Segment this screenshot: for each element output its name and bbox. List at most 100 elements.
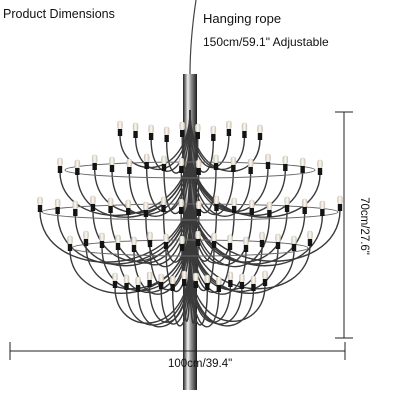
bulb-icon [262,270,268,286]
bulb-icon [107,197,114,213]
bulb-icon [99,232,105,248]
bulb-icon [161,155,167,171]
bulb-icon [115,234,121,250]
bulb-icon [163,233,169,249]
bulb-icon [148,124,154,140]
bulb-icon [147,231,153,247]
chandelier-arm [117,219,191,294]
bulb-icon [112,272,118,288]
bulb-icon [299,157,306,173]
bulb-icon [91,154,98,170]
chandelier-arm [56,184,191,265]
chandelier-arm [114,259,191,324]
height-dimension-label: 70cm/27.6" [358,197,370,255]
bulb-icon [291,235,297,251]
chandelier-arm [189,259,255,327]
bulb-icon [266,201,273,217]
chandelier-arm [189,219,311,290]
bulb-icon [109,156,115,172]
bulb-icon [317,159,323,175]
bulb-icon [181,270,187,286]
chandelier-arm [163,142,191,215]
chandelier-arm [39,184,191,263]
chandelier-arm [109,184,191,264]
bulb-icon [196,200,202,216]
bulb-icon [319,200,326,216]
bulb-icon [257,124,263,140]
bulb-icon [178,157,185,173]
chandelier-arm [119,109,191,169]
bulb-icon [247,158,254,174]
bulb-icon [226,120,232,136]
bulb-icon [158,273,164,289]
bulb-icon [241,122,248,138]
width-dimension-label: 100cm/39.4" [168,358,233,370]
chandelier-arm [59,142,191,217]
chrome-ring [64,161,316,179]
bulb-icon [169,275,176,291]
bulb-icon [72,200,78,216]
chandelier-arms [39,109,341,328]
bulb-icon [117,120,123,136]
chandelier-arm [189,142,321,218]
chandelier-arm [189,259,266,322]
bulb-icon [163,126,170,142]
bulb-icon [213,195,220,211]
bulb-icon [204,274,211,290]
bulb-icon [307,230,313,246]
chandelier-arm [92,184,191,262]
hanging-rope [189,0,197,76]
bulb-icon [90,195,96,211]
chandelier-arm [189,219,247,295]
bulb-icon [143,153,150,169]
bulb-icon [57,157,63,173]
chandelier-arm [165,219,191,293]
bulb-icon [74,159,81,175]
bulb-icon [302,198,308,214]
chandelier-bulbs [37,120,343,292]
chandelier-arm [189,184,271,268]
chandelier-arm [189,142,252,217]
bulb-icon [227,234,233,250]
bulb-icon [131,236,137,252]
bulb-icon [259,231,265,247]
chandelier-arm [145,142,191,213]
bulb-icon [195,159,202,175]
bulb-icon [179,121,185,137]
product-dimensions-title: Product Dimensions [3,7,115,21]
bulb-icon [213,154,219,170]
bulb-icon [178,198,184,214]
bulb-icon [250,275,257,291]
bulb-icon [83,230,89,246]
chandelier-arm [150,109,191,172]
bulb-icon [67,235,73,251]
height-dimension-line [335,111,353,339]
bulb-icon [249,199,255,215]
hanging-rope-label: Hanging rope [203,11,282,26]
bulb-icon [282,155,289,171]
chandelier-arm [125,259,191,326]
bulb-icon [337,195,343,211]
bulb-icon [284,196,290,212]
bulb-icon [123,274,130,290]
bulb-icon [195,230,201,246]
bulb-icon [195,123,201,139]
bulb-icon [193,272,199,288]
bulb-icon [132,122,139,138]
bulb-icon [230,156,237,172]
bulb-icon [210,125,217,141]
chandelier-arm [149,219,191,291]
width-dimension-line [9,342,346,360]
bulb-icon [231,197,237,213]
chandelier-arm [93,142,191,214]
chandelier-arm [189,109,261,172]
bulb-icon [126,158,133,174]
bulb-icon [227,271,234,287]
bulb-icon [146,271,153,287]
bulb-icon [37,196,43,212]
bulb-icon [275,233,281,249]
bulb-icon [265,153,271,169]
chandelier-arm [111,142,191,216]
